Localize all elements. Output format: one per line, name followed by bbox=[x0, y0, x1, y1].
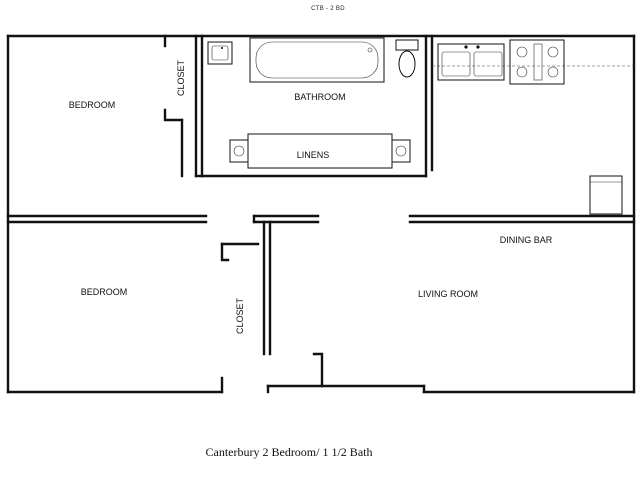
kitchen-sink-icon bbox=[437, 43, 505, 81]
center-walls bbox=[194, 34, 636, 218]
plan-code: CTB - 2 BD bbox=[311, 6, 345, 12]
stove-icon bbox=[509, 39, 565, 85]
lower-bedroom-walls bbox=[6, 214, 324, 388]
label-dining-bar: DINING BAR bbox=[500, 235, 553, 245]
label-closet-bottom: CLOSET bbox=[235, 297, 245, 334]
label-closet-top: CLOSET bbox=[176, 59, 186, 96]
label-bathroom: BATHROOM bbox=[294, 92, 345, 102]
toilet-icon bbox=[395, 39, 419, 78]
linens-cabinet bbox=[229, 133, 411, 169]
label-living-room: LIVING ROOM bbox=[418, 289, 478, 299]
plan-caption: Canterbury 2 Bedroom/ 1 1/2 Bath bbox=[206, 445, 373, 459]
label-bedroom-top: BEDROOM bbox=[69, 100, 116, 110]
exterior-walls bbox=[6, 34, 636, 394]
top-bedroom-walls bbox=[6, 34, 208, 218]
refrigerator-icon bbox=[589, 175, 623, 215]
bathtub-icon bbox=[249, 37, 385, 83]
sink-icon bbox=[207, 41, 233, 65]
label-linens: LINENS bbox=[297, 150, 330, 160]
label-bedroom-bottom: BEDROOM bbox=[81, 287, 128, 297]
